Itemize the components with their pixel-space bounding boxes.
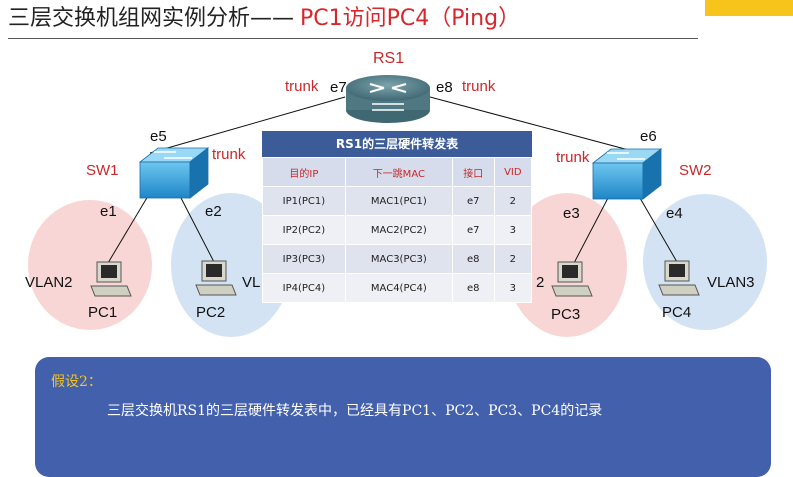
router-icon — [346, 75, 430, 123]
sw1-port-e2: e2 — [205, 203, 222, 220]
switch-icon — [138, 147, 210, 199]
rs1-port-e7: e7 — [330, 79, 347, 96]
link-sw1-pc1 — [107, 195, 149, 264]
title-divider — [8, 38, 698, 39]
sw2-trunk: trunk — [556, 149, 590, 166]
cell-interface: e7 — [451, 215, 495, 245]
cell-dest-ip: IP1(PC1) — [262, 186, 346, 216]
sw1-label: SW1 — [86, 162, 119, 179]
cell-next-hop-mac: MAC3(PC3) — [344, 244, 453, 274]
sw2-port-e6: e6 — [640, 128, 657, 145]
corner-accent — [705, 0, 793, 16]
switch-icon — [591, 148, 663, 200]
header-dest-ip: 目的IP — [262, 157, 346, 187]
pc-icon — [658, 260, 700, 296]
note-title: 假设2： — [51, 374, 102, 390]
vlan2-region-left — [28, 200, 152, 330]
link-sw1-pc2 — [179, 195, 215, 263]
links — [107, 96, 678, 264]
link-sw2-pc3 — [573, 197, 609, 264]
table-row: IP2(PC2) MAC2(PC2) e7 3 — [262, 215, 533, 245]
cell-dest-ip: IP2(PC2) — [262, 215, 346, 245]
note-text: 三层交换机RS1的三层硬件转发表中，已经具有PC1、PC2、PC3、PC4的记录 — [107, 403, 603, 419]
pc4-label: PC4 — [662, 304, 692, 321]
pc-icon — [195, 260, 237, 296]
pc3-vlan-label: 2 — [536, 274, 545, 291]
sw1-port-e1: e1 — [100, 203, 117, 220]
cell-dest-ip: IP3(PC3) — [262, 244, 346, 274]
pc2-label: PC2 — [196, 304, 226, 321]
pc1-vlan-label: VLAN2 — [25, 274, 73, 291]
table-caption: RS1的三层硬件转发表 — [262, 131, 532, 157]
header-next-hop-mac: 下一跳MAC — [344, 157, 453, 187]
header-vid: VID — [493, 157, 533, 187]
pc4-vlan-label: VLAN3 — [707, 274, 755, 291]
network-diagram — [28, 75, 767, 337]
table-row: IP1(PC1) MAC1(PC1) e7 2 — [262, 186, 533, 216]
pc-icon — [90, 261, 132, 297]
title-main: 三层交换机组网实例分析—— — [8, 6, 295, 31]
forwarding-table: RS1的三层硬件转发表 目的IP 下一跳MAC 接口 VID IP1(PC1) … — [262, 131, 533, 303]
pc3-label: PC3 — [551, 306, 581, 323]
link-rs1-sw2 — [429, 96, 641, 154]
table-row: IP4(PC4) MAC4(PC4) e8 3 — [262, 273, 533, 303]
rs1-label: RS1 — [373, 50, 405, 67]
cell-vid: 3 — [493, 215, 533, 245]
table-header-row: 目的IP 下一跳MAC 接口 VID — [262, 157, 533, 187]
cell-vid: 2 — [493, 244, 533, 274]
header-interface: 接口 — [451, 157, 495, 187]
pc2-vlan-label: VL — [242, 274, 261, 291]
page-title: 三层交换机组网实例分析——PC1访问PC4（Ping） — [8, 4, 520, 34]
pc-icon — [551, 261, 593, 297]
sw2-port-e4: e4 — [666, 205, 683, 222]
cell-next-hop-mac: MAC1(PC1) — [344, 186, 453, 216]
table-row: IP3(PC3) MAC3(PC3) e8 2 — [262, 244, 533, 274]
link-sw2-pc4 — [639, 197, 678, 263]
title-sub: PC1访问PC4（Ping） — [300, 6, 521, 31]
cell-interface: e8 — [451, 244, 495, 274]
cell-next-hop-mac: MAC2(PC2) — [344, 215, 453, 245]
link-rs1-sw1 — [149, 96, 346, 154]
sw1-port-e5: e5 — [150, 128, 167, 145]
pc1-label: PC1 — [88, 304, 118, 321]
cell-interface: e7 — [451, 186, 495, 216]
cell-vid: 2 — [493, 186, 533, 216]
sw2-port-e3: e3 — [563, 205, 580, 222]
rs1-trunk-left: trunk — [285, 78, 319, 95]
vlan3-region-left — [171, 193, 291, 337]
cell-vid: 3 — [493, 273, 533, 303]
cell-next-hop-mac: MAC4(PC4) — [344, 273, 453, 303]
cell-interface: e8 — [451, 273, 495, 303]
sw1-trunk: trunk — [212, 146, 246, 163]
cell-dest-ip: IP4(PC4) — [262, 273, 346, 303]
assumption-note: 假设2： 三层交换机RS1的三层硬件转发表中，已经具有PC1、PC2、PC3、P… — [35, 357, 771, 477]
rs1-trunk-right: trunk — [462, 78, 496, 95]
rs1-port-e8: e8 — [436, 79, 453, 96]
sw2-label: SW2 — [679, 162, 712, 179]
vlan3-region-right — [643, 194, 767, 330]
